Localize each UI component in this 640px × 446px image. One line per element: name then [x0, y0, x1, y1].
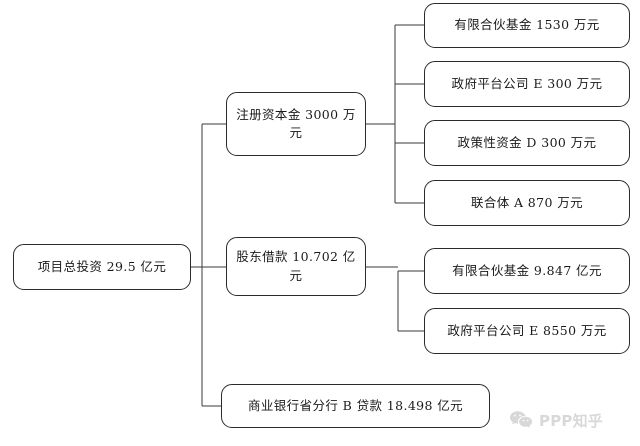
node-commercial-bank-loan[interactable]: 商业银行省分行 B 贷款 18.498 亿元	[221, 384, 490, 428]
node-consortium-a-870[interactable]: 联合体 A 870 万元	[424, 180, 630, 226]
node-limited-partnership-fund-1530[interactable]: 有限合伙基金 1530 万元	[424, 3, 630, 48]
node-government-platform-company-e-300[interactable]: 政府平台公司 E 300 万元	[424, 61, 630, 107]
node-government-platform-company-e-8550[interactable]: 政府平台公司 E 8550 万元	[424, 308, 630, 354]
node-total-investment[interactable]: 项目总投资 29.5 亿元	[13, 244, 191, 290]
node-shareholder-loan[interactable]: 股东借款 10.702 亿元	[226, 237, 366, 296]
node-limited-partnership-fund-9847[interactable]: 有限合伙基金 9.847 亿元	[424, 248, 630, 294]
watermark-label: PPP知乎	[539, 411, 603, 430]
node-registered-capital[interactable]: 注册资本金 3000 万元	[226, 92, 366, 156]
node-policy-fund-d-300[interactable]: 政策性资金 D 300 万元	[424, 120, 630, 166]
wechat-logo-icon	[509, 410, 533, 430]
watermark: PPP知乎	[509, 405, 631, 435]
